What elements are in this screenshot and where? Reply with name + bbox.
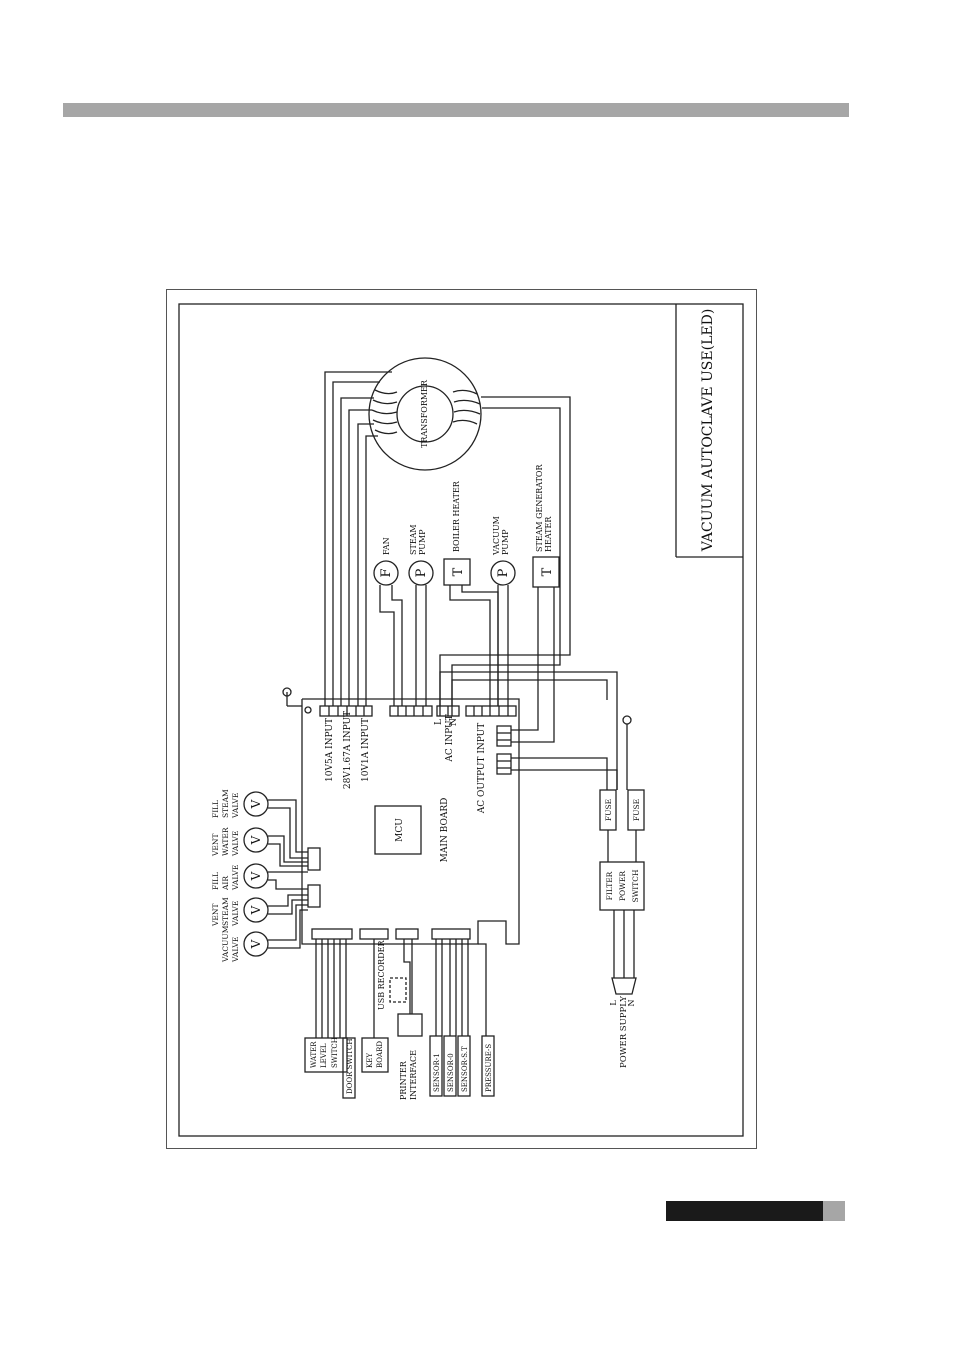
steam-pump-symbol	[408, 560, 434, 586]
vent-water-label-2: WATER	[221, 827, 230, 856]
mcu-label: MCU	[395, 818, 405, 842]
steam-pump-label-1: STEAM	[409, 524, 418, 555]
sensor-0-label: SENSOR-0	[447, 1053, 455, 1092]
valve-symbol-4: V	[249, 905, 263, 915]
steam-pump-label-2: PUMP	[418, 529, 427, 555]
usb-recorder-label: USB RECORDER	[377, 940, 386, 1010]
transformer-label: TRANSFORMER	[420, 379, 429, 448]
valve-symbol-1: V	[249, 799, 263, 809]
ac-l-label: L	[434, 719, 444, 725]
fill-air-label-2: AIR	[221, 876, 230, 891]
fuse-2-label: FUSE	[632, 799, 641, 821]
vacuum-valve-label-2: VALVE	[231, 937, 240, 963]
printer-interface-box	[397, 1013, 423, 1037]
main-board-label: MAIN BOARD	[440, 798, 450, 863]
water-level-label-3: SWITCH	[331, 1037, 339, 1068]
vent-steam-label-3: VALVE	[231, 901, 240, 927]
sensor-st-label: SENSOR-S.T	[461, 1046, 469, 1092]
key-board-label-1: KEY	[366, 1053, 374, 1068]
valve-symbol-3: V	[249, 871, 263, 881]
boiler-heater-symbol	[443, 558, 471, 586]
filter-label-1: FILTER	[605, 871, 614, 900]
fill-steam-label-3: VALVE	[231, 793, 240, 819]
transformer-outer	[368, 357, 482, 471]
transformer-inner	[396, 385, 454, 443]
inner-frame	[178, 303, 744, 1137]
diagram-frame	[166, 289, 757, 1149]
steam-generator-label-1: STEAM GENERATOR	[535, 464, 544, 552]
valve-fill-steam	[243, 791, 269, 817]
fill-steam-label-2: STEAM	[221, 789, 230, 818]
footer-bar-light	[823, 1201, 845, 1221]
power-plug	[611, 977, 637, 995]
vacuum-pump-symbol-label: P	[496, 568, 511, 577]
filter-label-3: SWITCH	[631, 869, 640, 903]
vent-water-label-1: VENT	[211, 834, 220, 857]
vent-steam-label-2: STEAM	[221, 897, 230, 926]
fan-label: FAN	[382, 537, 391, 555]
pressure-sensor-label: PRESSURE-S	[485, 1044, 493, 1092]
water-level-label-1: WATER	[310, 1041, 318, 1068]
valve-vacuum	[243, 931, 269, 957]
vacuum-pump-label-2: PUMP	[501, 529, 510, 555]
steam-generator-label-2: HEATER	[544, 516, 553, 552]
input-10v5a-label: 10V5A INPUT	[325, 718, 335, 782]
power-supply-label: POWER SUPPLY	[619, 996, 629, 1068]
valve-symbol-2: V	[249, 835, 263, 845]
fan-symbol-label: F	[379, 568, 394, 577]
fill-steam-label-1: FILL	[211, 800, 220, 818]
ac-input-label: AC INPUT	[445, 714, 455, 762]
valve-symbol-5: V	[249, 939, 263, 949]
valve-fill-air	[243, 863, 269, 889]
steam-generator-symbol-label: T	[540, 567, 555, 576]
diagram-title: VACUUM AUTOCLAVE USE(LED)	[700, 309, 716, 553]
input-10v1a-label: 10V1A INPUT	[361, 718, 371, 782]
vent-steam-label-1: VENT	[211, 904, 220, 927]
boiler-heater-label: BOILER HEATER	[452, 480, 461, 552]
valve-vent-steam	[243, 897, 269, 923]
input-28v-label: 28V1.67A INPUT	[343, 711, 353, 789]
ac-output-label: AC OUTPUT INPUT	[477, 723, 487, 814]
boiler-heater-symbol-label: T	[451, 567, 466, 576]
steam-pump-symbol-label: P	[414, 568, 429, 577]
vacuum-pump-label-1: VACUUM	[492, 516, 501, 556]
power-l-label: L	[609, 1000, 618, 1006]
sensor-1-label: SENSOR-1	[433, 1053, 441, 1092]
vacuum-pump-symbol	[490, 560, 516, 586]
key-board-label-2: BOARD	[376, 1041, 384, 1068]
fan-symbol	[373, 560, 399, 586]
printer-label-2: INTERFACE	[409, 1050, 418, 1100]
power-n-label: N	[627, 1000, 636, 1007]
usb-recorder-box	[389, 977, 407, 1003]
valve-vent-water	[243, 827, 269, 853]
water-level-label-2: LEVEL	[320, 1043, 328, 1068]
printer-label-1: PRINTER	[399, 1060, 408, 1100]
filter-power-switch	[599, 861, 645, 911]
steam-generator-symbol	[532, 556, 560, 588]
vacuum-valve-label-1: VACUUM	[221, 925, 230, 963]
door-switch-label: DOOR SWITCH	[346, 1039, 354, 1094]
ac-n-label: N	[449, 718, 459, 726]
fill-air-label-1: FILL	[211, 872, 220, 890]
mcu-chip	[374, 805, 422, 855]
footer-bar-dark	[666, 1201, 823, 1221]
fuse-1-label: FUSE	[604, 799, 613, 821]
fill-air-label-3: VALVE	[231, 865, 240, 891]
filter-label-2: POWER	[618, 871, 627, 901]
vent-water-label-3: VALVE	[231, 831, 240, 857]
main-board-outline	[301, 698, 520, 945]
header-bar	[63, 103, 849, 117]
